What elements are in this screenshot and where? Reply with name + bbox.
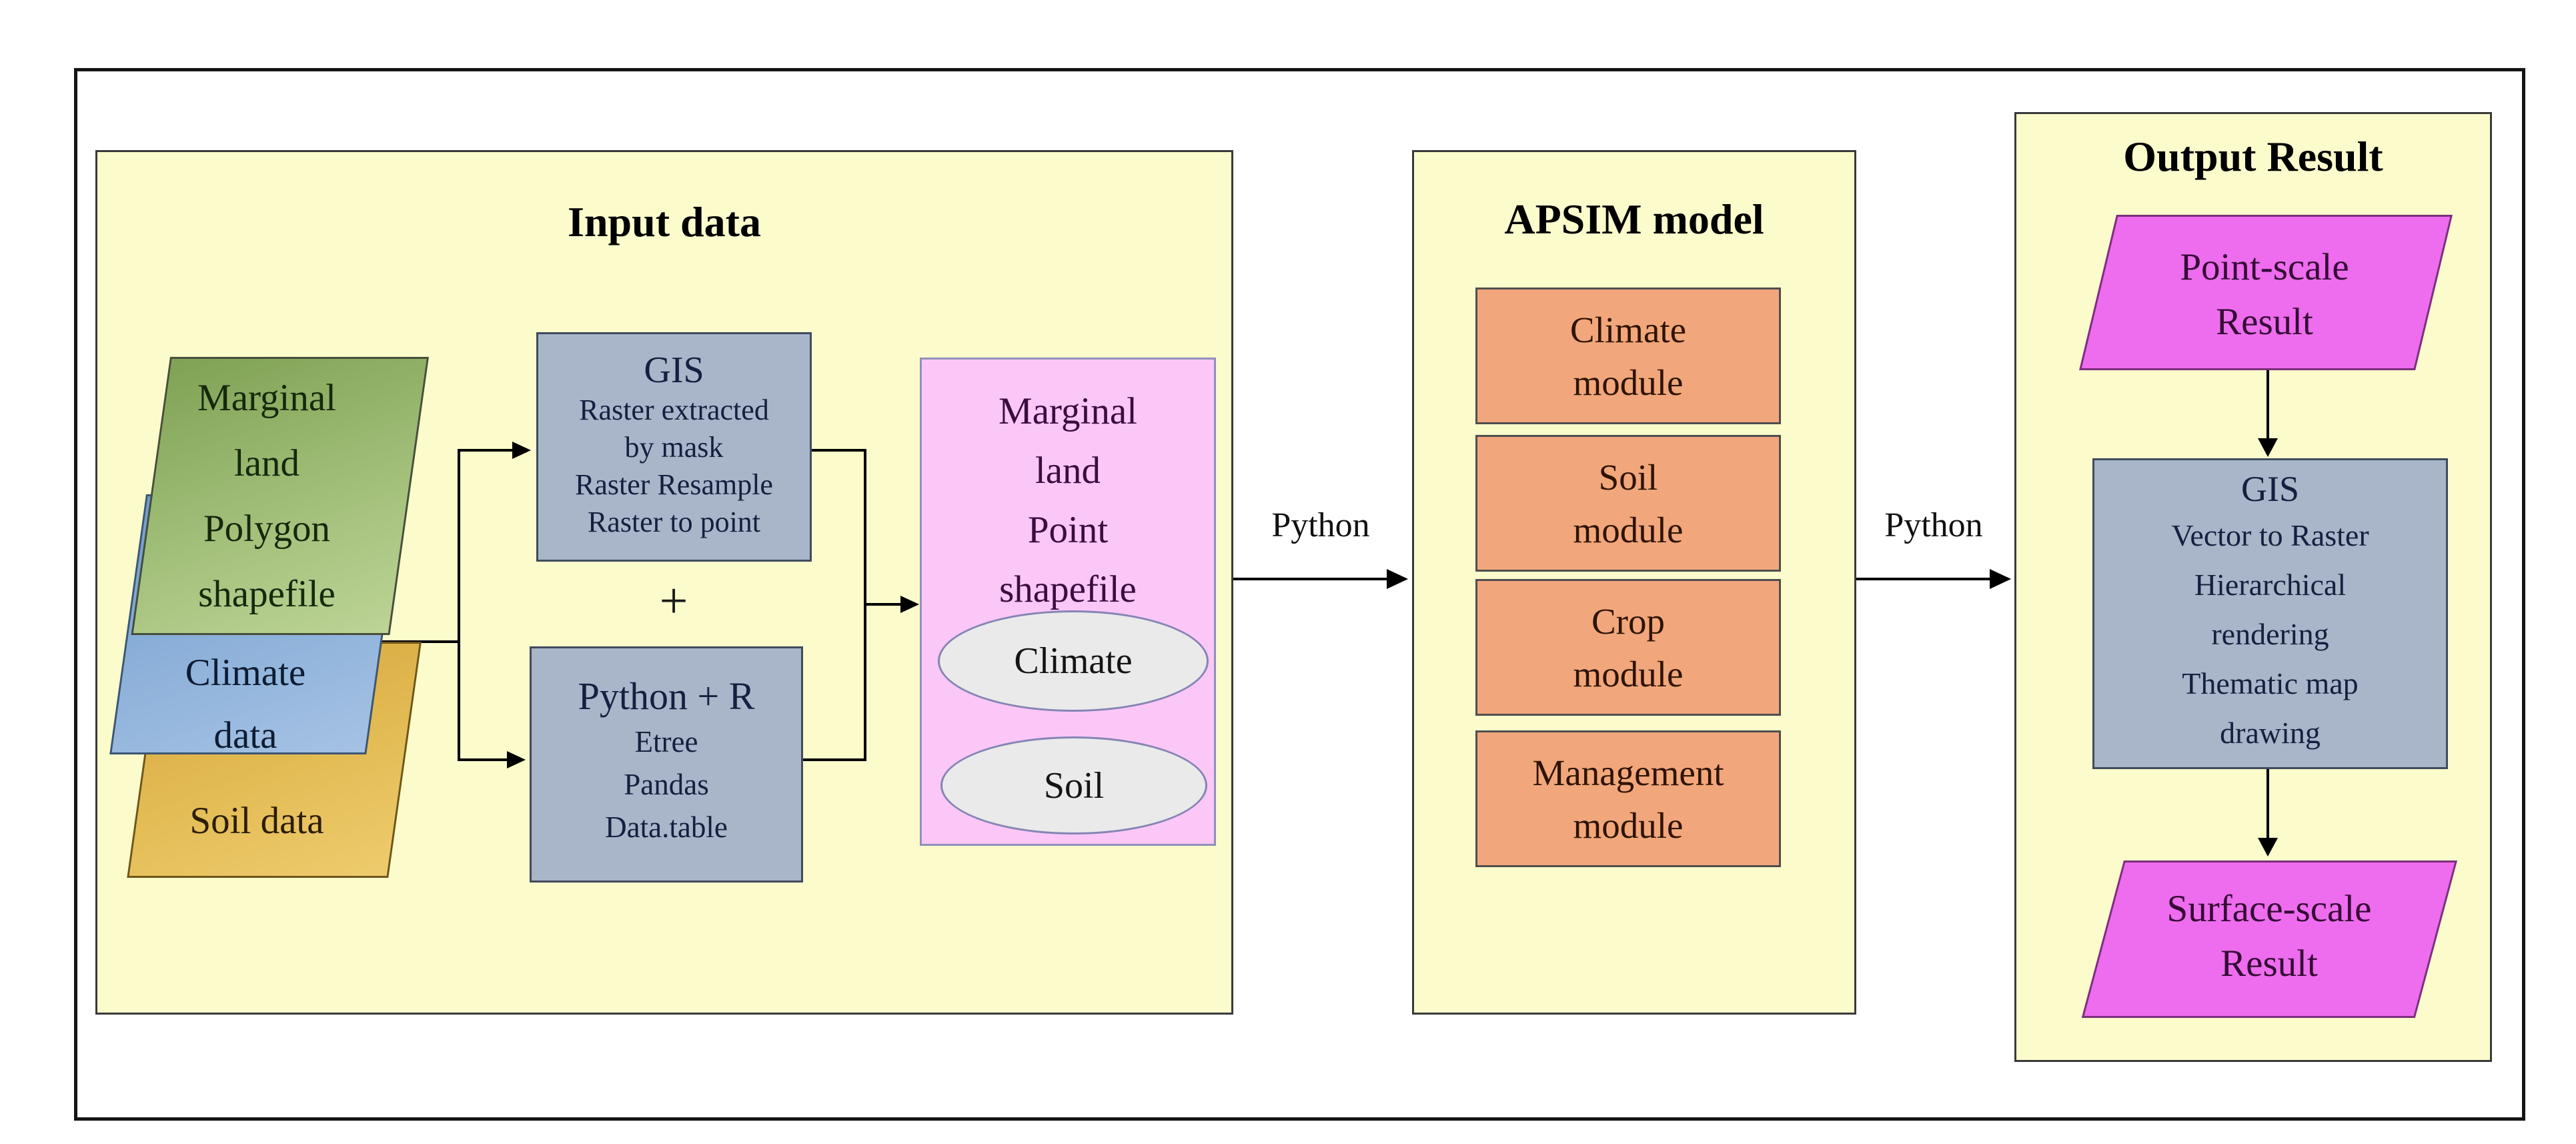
- soil-module-box: Soil module: [1475, 435, 1781, 572]
- arrow-head-to-gis: [512, 442, 531, 459]
- arrow-head-point-to-gis: [2258, 438, 2278, 457]
- connector-apsim-to-output: [1856, 578, 1990, 580]
- gis-process-box-lines: Raster extracted by mask Raster Resample…: [575, 394, 773, 538]
- marginal-land-polygon-label: Marginal land Polygon shapefile: [197, 377, 336, 615]
- connector-to-gis: [458, 449, 512, 452]
- soil-data-label: Soil data: [189, 800, 324, 842]
- connector-python-r-out: [803, 758, 866, 761]
- point-shapefile-label: Marginal land Point shapefile: [999, 390, 1137, 610]
- arrow-head-gis-to-surface: [2258, 838, 2278, 856]
- arrow-head-to-point-shapefile: [900, 596, 919, 613]
- output-gis-box: GIS Vector to Raster Hierarchical render…: [2092, 458, 2448, 769]
- climate-data-label: Climate data: [185, 652, 306, 756]
- soil-ellipse: Soil: [940, 736, 1207, 834]
- connector-input-to-apsim: [1233, 578, 1387, 580]
- climate-module-box: Climate module: [1475, 288, 1781, 424]
- connector-gis-out: [812, 449, 866, 452]
- python-r-box: Python + R Etree Pandas Data.table: [530, 646, 803, 883]
- management-module-box: Management module: [1475, 730, 1781, 867]
- crop-module-box: Crop module: [1475, 579, 1781, 716]
- output-section-title: Output Result: [2123, 133, 2383, 180]
- connector-gis-to-surface: [2267, 769, 2269, 839]
- output-gis-box-lines: Vector to Raster Hierarchical rendering …: [2171, 518, 2369, 750]
- arrow-head-to-python-r: [507, 751, 526, 768]
- gis-process-box-title: GIS: [644, 350, 704, 391]
- connector-to-python-r: [458, 758, 507, 761]
- plus-sign: +: [659, 573, 688, 629]
- point-scale-result-label: Point-scale Result: [2180, 246, 2349, 343]
- connector-split-vertical: [458, 449, 460, 761]
- connector-point-to-gis: [2267, 370, 2269, 440]
- input-section-title: Input data: [568, 198, 761, 245]
- gis-process-box: GIS Raster extracted by mask Raster Resa…: [536, 332, 812, 562]
- python-flow-label-1: Python: [1271, 506, 1370, 544]
- output-gis-box-title: GIS: [2240, 469, 2299, 509]
- python-flow-label-2: Python: [1884, 506, 1983, 544]
- surface-scale-result-label: Surface-scale Result: [2166, 888, 2372, 985]
- python-r-box-lines: Etree Pandas Data.table: [605, 725, 728, 844]
- arrow-head-apsim-to-output: [1990, 569, 2011, 589]
- arrow-head-input-to-apsim: [1387, 569, 1408, 589]
- climate-ellipse: Climate: [938, 610, 1209, 712]
- apsim-section-title: APSIM model: [1504, 195, 1764, 243]
- python-r-box-title: Python + R: [578, 674, 755, 718]
- connector-to-point-shapefile: [864, 603, 900, 606]
